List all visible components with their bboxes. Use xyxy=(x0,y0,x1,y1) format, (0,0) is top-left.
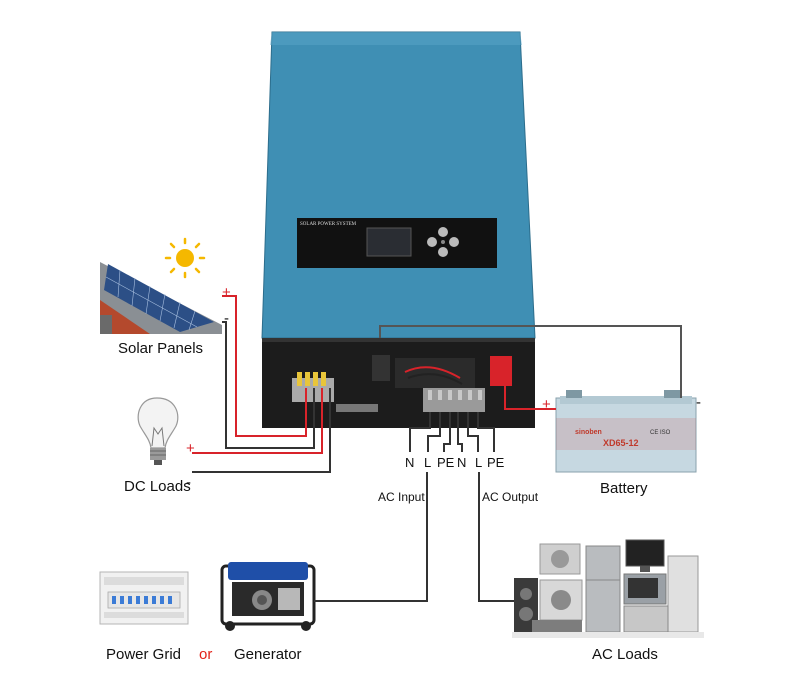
generator-image xyxy=(220,562,316,631)
light-bulb-icon xyxy=(137,397,179,465)
lcd-screen xyxy=(366,227,412,257)
ac-input-terminal-l: L xyxy=(424,455,432,470)
ac-loads-image xyxy=(512,539,704,638)
solar-panels-label: Solar Panels xyxy=(118,340,204,357)
ac-loads-label: AC Loads xyxy=(592,646,658,663)
solar-plus-sign: + xyxy=(222,284,231,301)
solar-minus-sign: - xyxy=(224,310,229,327)
battery-cert: CE ISO xyxy=(650,430,671,436)
battery-label: Battery xyxy=(600,480,648,497)
power-grid-label: Power Grid xyxy=(106,646,182,663)
ac-input-label: AC Input xyxy=(378,490,425,504)
inverter-panel-title: SOLAR POWER SYSTEM xyxy=(300,222,357,227)
ac-output-terminal-pe: PE xyxy=(487,455,505,470)
battery-image: sinoben CE ISO XD65-12 xyxy=(555,390,697,473)
battery-model: XD65-12 xyxy=(603,438,639,448)
sun-icon xyxy=(164,237,206,279)
ac-output-label: AC Output xyxy=(482,490,539,504)
dc-loads-label: DC Loads xyxy=(124,478,191,495)
ac-input-terminal-pe: PE xyxy=(437,455,455,470)
solar-panels-image xyxy=(100,262,222,334)
battery-brand: sinoben xyxy=(575,429,602,436)
battery-plus-sign: + xyxy=(542,396,551,413)
ac-input-terminal-n: N xyxy=(405,455,415,470)
or-label: or xyxy=(199,646,213,663)
battery-minus-sign: - xyxy=(696,394,701,411)
ac-output-terminal-n: N xyxy=(457,455,467,470)
dc-loads-plus-sign: + xyxy=(186,440,195,457)
dc-loads-minus-sign: - xyxy=(186,474,191,491)
inverter xyxy=(261,31,536,428)
wiring xyxy=(192,295,682,602)
power-grid-image xyxy=(99,571,189,625)
ac-output-terminal-l: L xyxy=(475,455,483,470)
generator-label: Generator xyxy=(234,646,302,663)
